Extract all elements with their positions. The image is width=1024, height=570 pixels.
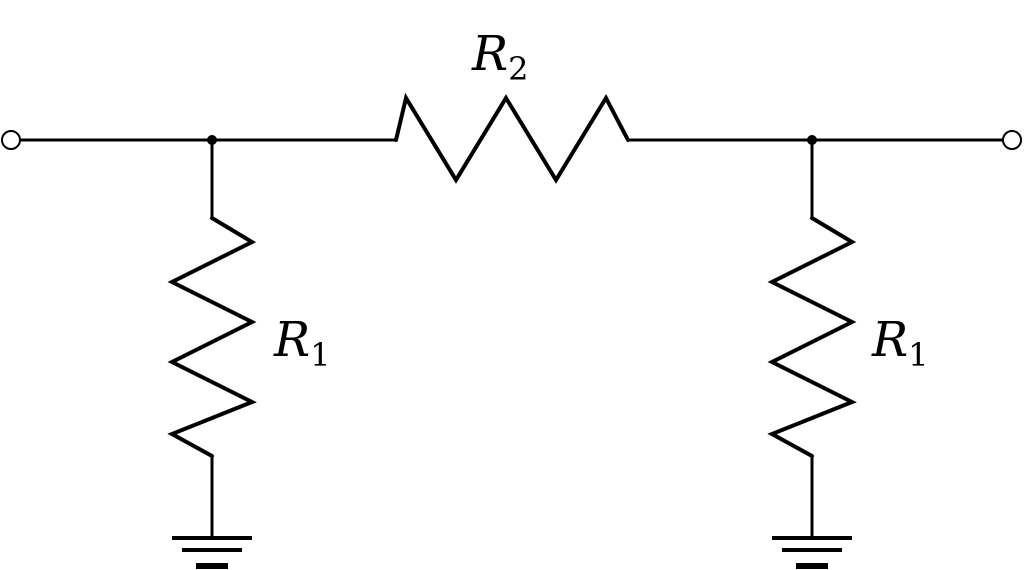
output-terminal [1002,130,1022,150]
label-r1-left: R1 [273,312,331,374]
ground-left [172,536,252,569]
input-terminal [1,130,21,150]
label-r1-right: R1 [871,312,929,374]
resistor-r1-right [767,216,857,458]
ground-right [772,536,852,569]
label-r2: R2 [471,26,529,88]
resistor-r2 [394,92,630,184]
resistor-r1-left [167,216,257,458]
